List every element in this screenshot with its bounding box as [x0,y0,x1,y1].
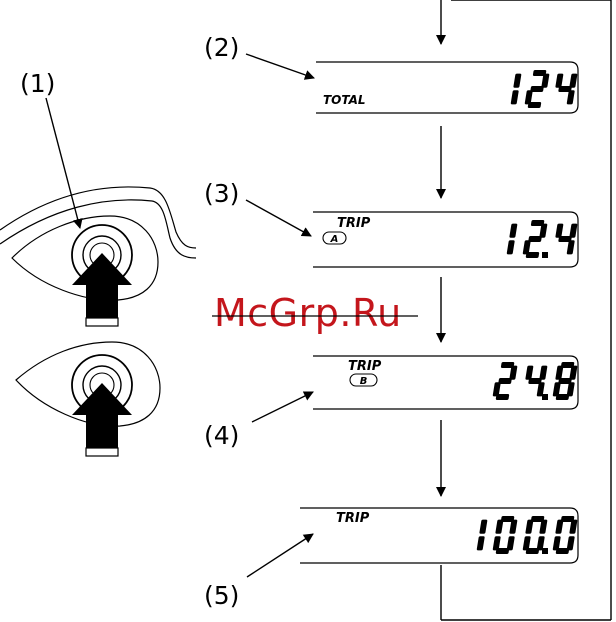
trip-b-sub-label: B [360,376,368,387]
lcd-decimal-point [542,394,548,400]
callout-1: (1) [20,69,55,98]
watermark-text: McGrp.Ru [214,291,402,335]
lcd-digit [507,224,518,255]
display-trip: TRIP [300,508,578,563]
lcd-segment-b [513,74,521,88]
leader-4 [252,392,313,422]
lcd-segment-b [539,366,547,380]
lcd-segment-c [511,90,519,104]
display-trip-label: TRIP [336,511,370,526]
lcd-segment-c [567,90,575,104]
lcd-decimal-point [542,548,548,554]
lcd-digit [511,74,522,105]
callout-2: (2) [204,33,239,62]
display-trip-a-digits [507,220,578,258]
lcd-digit [553,224,578,255]
press-arrow-icon [72,383,132,456]
lcd-digit [492,516,518,554]
leader-2 [246,54,314,78]
lcd-segment-f [555,224,563,238]
lcd-segment-b [479,520,487,534]
lcd-segment-f [525,520,533,534]
lcd-segment-c [477,536,485,550]
lcd-segment-c [567,382,575,396]
lcd-digit [553,74,578,105]
lcd-digit [477,520,488,551]
display-total: TOTAL [316,62,578,113]
lcd-segment-f [495,520,503,534]
display-trip-b: TRIP B [313,356,578,409]
lcd-segment-f [555,74,563,88]
lcd-digit [552,362,578,400]
lcd-segment-f [555,520,563,534]
display-total-digits [511,70,578,108]
display-trip-b-label: TRIP [348,359,382,374]
lcd-digit [523,366,548,397]
lcd-segment-b [509,224,517,238]
trip-a-sub-label: A [330,234,339,245]
display-trip-a: TRIP A [313,212,578,267]
lcd-segment-c [507,240,515,254]
lcd-segment-c [567,536,575,550]
lcd-digit [524,70,550,108]
callout-4: (4) [204,421,239,450]
watermark: McGrp.Ru [212,291,418,335]
lcd-digit [552,516,578,554]
lcd-segment-f [525,366,533,380]
press-arrow-icon [72,253,132,326]
display-total-label: TOTAL [323,93,366,107]
lcd-segment-f [555,366,563,380]
callout-5: (5) [204,581,239,610]
lcd-segment-b [569,224,577,238]
lcd-segment-c [507,536,515,550]
display-trip-digits [477,516,579,554]
lcd-segment-b [569,74,577,88]
callout-3: (3) [204,179,239,208]
display-trip-b-digits [492,362,578,400]
leader-3 [246,200,311,236]
lcd-segment-c [567,240,575,254]
mode-cycle-flow [441,0,611,620]
lcd-digit [492,362,518,400]
lcd-decimal-point [542,252,548,258]
leader-5 [247,534,313,577]
display-trip-a-label: TRIP [337,216,371,231]
leader-1 [46,98,80,228]
